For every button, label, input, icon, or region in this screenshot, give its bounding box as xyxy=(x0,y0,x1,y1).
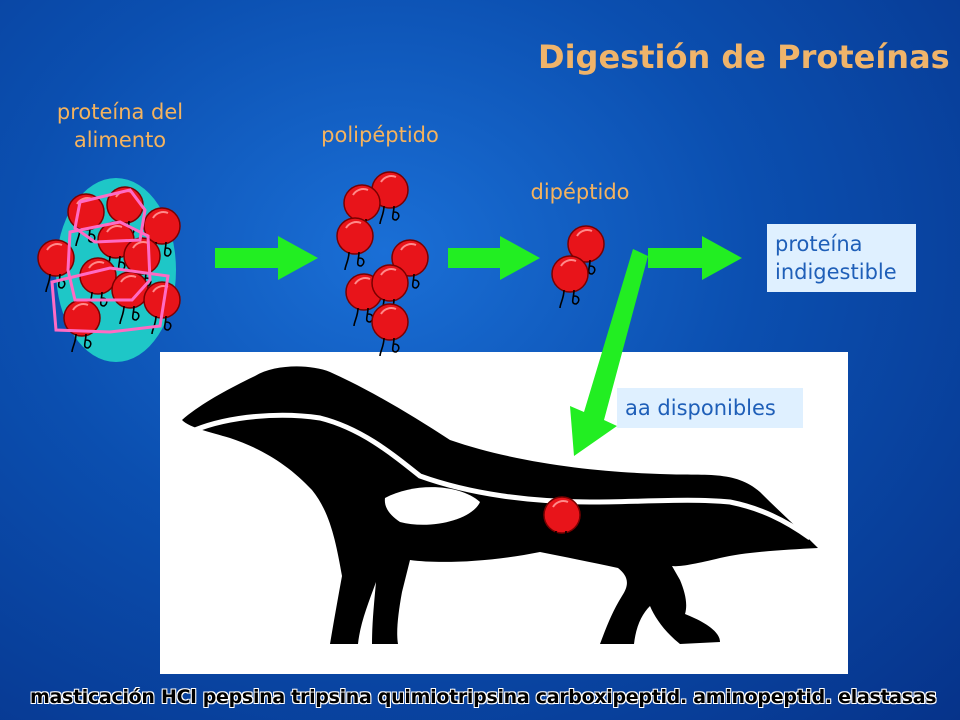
dipeptide-label: dipéptido xyxy=(530,180,630,204)
available-aa-box: aa disponibles xyxy=(617,388,803,428)
polypeptide-chain xyxy=(336,171,429,357)
polypeptide-label: polipéptido xyxy=(321,123,439,147)
arrow-1 xyxy=(215,236,318,280)
process-arrows xyxy=(215,236,742,456)
footer-enzymes: masticación HCl pepsina tripsina quimiot… xyxy=(30,686,937,708)
arrow-2 xyxy=(448,236,540,280)
amino-acid-in-gut xyxy=(543,496,581,550)
arrow-3 xyxy=(648,236,742,280)
dipeptide-pair xyxy=(551,225,605,309)
indigestible-protein-box: proteína indigestible xyxy=(767,224,916,292)
food-protein-label: proteína del alimento xyxy=(56,100,184,152)
slide-title: Digestión de Proteínas xyxy=(538,38,950,76)
arrow-down xyxy=(570,249,648,456)
dog-silhouette xyxy=(182,366,818,644)
food-protein-cluster xyxy=(37,178,181,362)
